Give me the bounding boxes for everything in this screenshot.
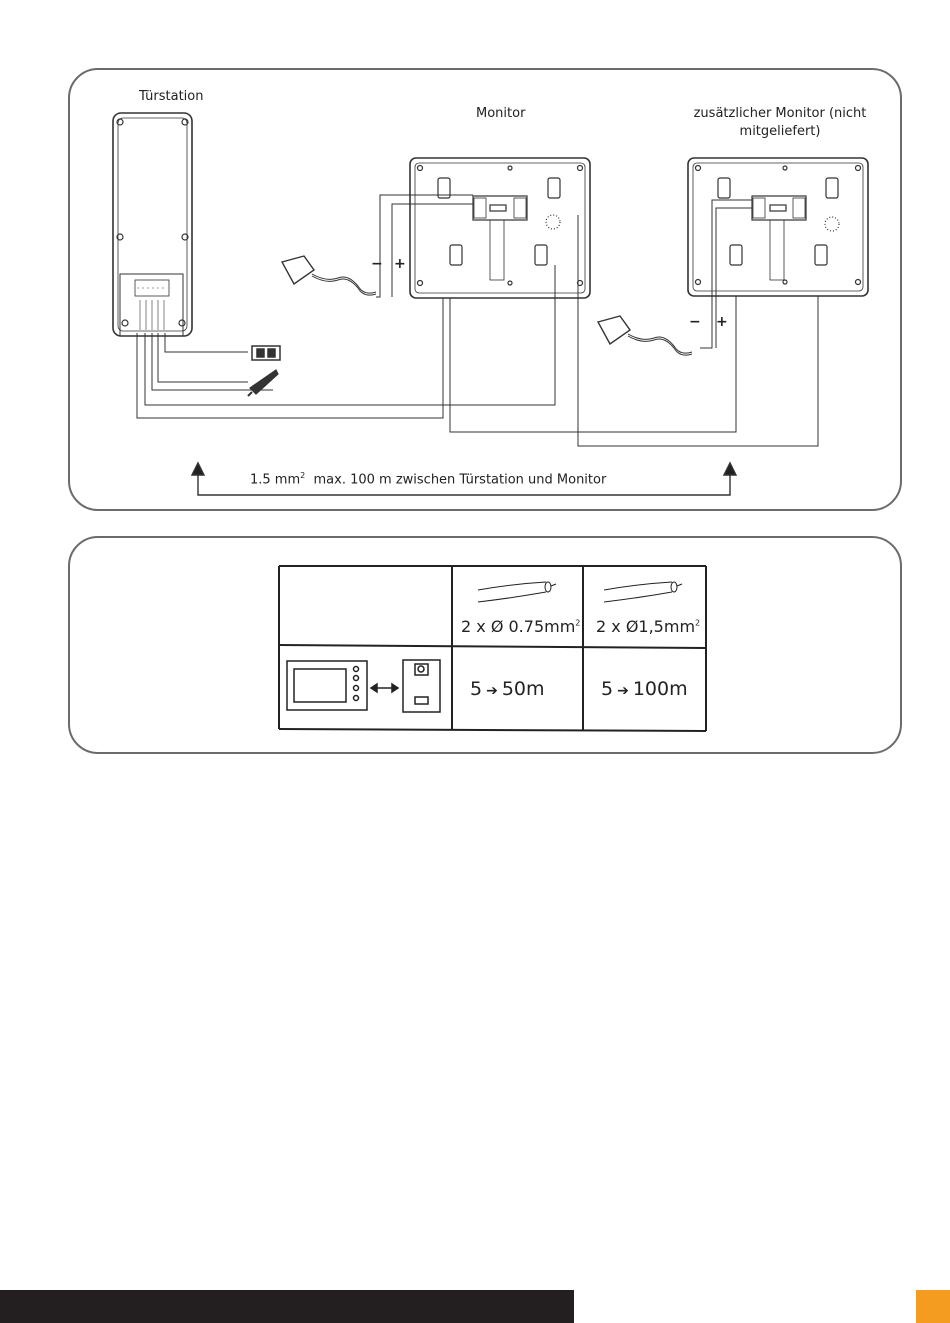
page-number-tab [916,1290,950,1323]
arrow-right-icon: ➔ [482,683,502,699]
arrow-right-icon: ➔ [613,683,633,699]
max-length-15: 5➔100m [601,678,688,700]
cable-spec-075: 2 x Ø 0.75mm2 [461,617,580,636]
monitor-to-door-station-icon [287,660,440,712]
cable-icon [478,582,556,602]
cable-icon [604,582,682,602]
cable-spec-15: 2 x Ø1,5mm2 [596,617,700,636]
max-length-075: 5➔50m [470,678,545,700]
footer-bar [0,1290,574,1323]
cable-spec-table [0,0,950,760]
